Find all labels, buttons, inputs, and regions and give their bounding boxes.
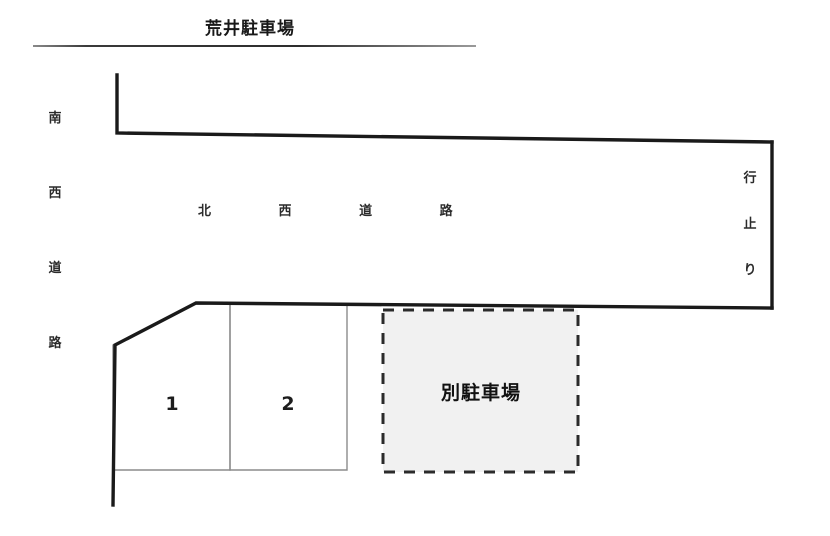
label-northwest-road-char-2: 道 (359, 204, 373, 219)
stall-1-outline (112, 302, 231, 471)
road-lower-boundary (111, 301, 774, 507)
stall-number-2: 2 (281, 393, 295, 415)
label-southwest-road-char-1: 西 (48, 186, 62, 201)
label-northwest-road-char-3: 路 (439, 204, 453, 219)
label-dead-end-char-2: り (743, 263, 757, 278)
label-dead-end-char-1: 止 (743, 217, 757, 232)
label-southwest-road: 南 西 道 路 (46, 112, 64, 350)
road-upper-boundary (115, 73, 774, 144)
separate-lot-label: 別駐車場 (440, 382, 521, 404)
stall-number-1: 1 (165, 393, 179, 415)
label-northwest-road-char-1: 西 (278, 204, 292, 219)
label-southwest-road-char-0: 南 (48, 111, 62, 126)
label-southwest-road-char-2: 道 (48, 261, 62, 276)
separate-lot-area (381, 308, 580, 474)
label-southwest-road-char-3: 路 (48, 336, 62, 351)
title-underline (33, 45, 476, 47)
page-title: 荒井駐車場 (205, 19, 295, 39)
label-northwest-road: 北 西 道 路 (198, 200, 453, 219)
label-dead-end: 行 止 り (741, 172, 759, 277)
stall-2-outline (229, 302, 348, 471)
label-northwest-road-char-0: 北 (198, 204, 212, 219)
label-dead-end-char-0: 行 (743, 171, 757, 186)
